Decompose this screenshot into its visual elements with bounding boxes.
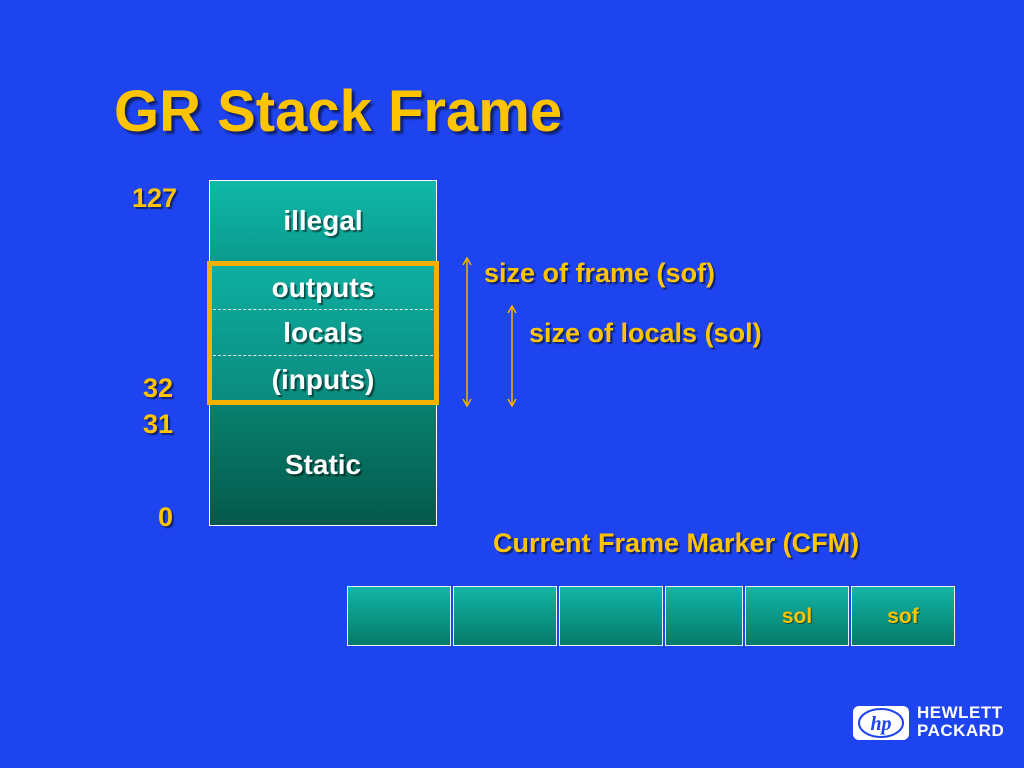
register-number-top: 127	[131, 183, 177, 213]
frame-highlight-box	[207, 261, 439, 405]
hp-logo-icon: hp	[853, 706, 909, 740]
locals-divider	[213, 355, 433, 356]
locals-label: locals	[283, 317, 363, 348]
cfm-field-sof: sof	[851, 586, 955, 646]
illegal-label: illegal	[283, 205, 363, 236]
register-number-frame-base: 32	[142, 373, 173, 403]
sof-arrow-head-up	[462, 256, 472, 266]
register-number-bottom: 0	[157, 502, 173, 532]
logo-line1: HEWLETT	[917, 703, 1003, 722]
static-label: Static	[284, 449, 362, 480]
outputs-divider	[213, 309, 433, 310]
static-region: Static	[209, 402, 437, 526]
cfm-field	[453, 586, 557, 646]
outputs-label: outputs	[271, 272, 375, 303]
slide-title: GR Stack Frame	[114, 79, 563, 144]
size-arrows	[462, 256, 517, 408]
cfm-field	[559, 586, 663, 646]
current-frame-region: outputs locals (inputs)	[209, 262, 437, 404]
sol-arrow-head-up	[507, 304, 517, 314]
sof-arrow-head-down	[462, 398, 472, 408]
sof-annotation: size of frame (sof)	[484, 258, 716, 288]
logo-mark: hp	[870, 713, 891, 735]
cfm-field-sol: sol	[745, 586, 849, 646]
inputs-label: (inputs)	[271, 364, 375, 395]
sol-arrow-head-down	[507, 398, 517, 408]
register-number-static-top: 31	[142, 409, 173, 439]
cfm-field	[665, 586, 743, 646]
sol-annotation: size of locals (sol)	[529, 318, 762, 348]
illegal-region: illegal	[209, 180, 437, 266]
cfm-title: Current Frame Marker (CFM)	[493, 528, 860, 558]
cfm-field	[347, 586, 451, 646]
logo-line2: PACKARD	[917, 721, 1005, 740]
